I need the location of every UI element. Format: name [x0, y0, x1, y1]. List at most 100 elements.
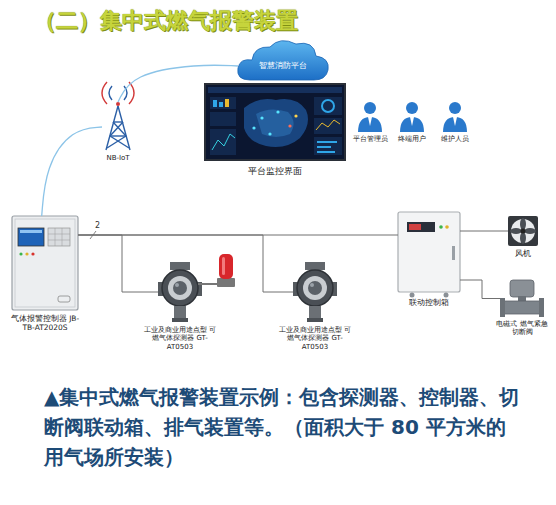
bus-size-mark-part — [90, 231, 96, 239]
linkage-box-part — [398, 212, 460, 292]
person-icons-part — [443, 117, 467, 132]
solenoid-valve-part — [503, 301, 541, 314]
detector-left-part — [198, 283, 220, 285]
signal-tower-part — [106, 106, 118, 150]
signal-tower-part — [110, 135, 126, 136]
alarm-controller-part — [48, 228, 70, 246]
node-label: NB-IoT — [98, 154, 138, 162]
signal-tower-part — [113, 121, 123, 122]
signal-tower-part — [118, 106, 130, 150]
wire-connector — [42, 127, 102, 216]
monitor-screen-part — [210, 97, 236, 109]
cloud-shape-part — [238, 41, 329, 80]
fan-symbol-part — [520, 218, 526, 230]
node-label: 终端用户 — [390, 135, 434, 143]
fan-symbol-part — [520, 232, 526, 244]
alarm-controller: 气体报警控制器 JB-TB-AT2020S — [12, 216, 78, 310]
alarm-controller-part — [20, 230, 42, 233]
detector-left-part — [222, 257, 225, 275]
signal-tower-part — [109, 86, 112, 100]
monitor-screen-part — [317, 146, 331, 148]
linkage-box-part — [409, 224, 421, 230]
linkage-box-part — [445, 225, 449, 229]
wire-connector — [460, 280, 500, 299]
fan-symbol — [508, 216, 538, 246]
cloud-platform: 智慧消防平台 — [238, 42, 328, 82]
detector-left-part — [158, 262, 202, 322]
solenoid-valve — [500, 280, 544, 317]
alarm-controller-part — [62, 228, 63, 246]
signal-tower-part — [110, 122, 123, 136]
monitor-screen: 平台监控界面 — [205, 84, 345, 160]
alarm-controller-part — [25, 252, 28, 255]
monitor-screen-part — [276, 110, 279, 113]
alarm-controller-part — [18, 228, 44, 246]
user-icon: 终端用户 — [400, 100, 424, 132]
person-icons-part — [364, 102, 376, 114]
person-icons-part — [406, 102, 418, 114]
node-label: 电磁式 燃气紧急切断阀 — [494, 320, 550, 337]
wire-connector — [118, 65, 238, 102]
signal-tower-part — [116, 102, 120, 106]
monitor-screen-part — [244, 99, 308, 147]
gas-detector: 工业及商业用途点型 可燃气体探测器 GT-AT0503 — [158, 262, 202, 322]
person-icons — [358, 102, 467, 132]
monitor-screen-part — [317, 141, 337, 143]
solenoid-valve-part — [500, 298, 505, 317]
alarm-controller-part — [58, 296, 70, 302]
alarm-controller-part — [12, 216, 78, 310]
linkage-box-part — [407, 222, 435, 232]
node-label: 智慧消防平台 — [238, 42, 328, 82]
monitor-screen-part — [208, 87, 342, 93]
cloud-shape — [238, 41, 329, 80]
shutoff-valve: 电磁式 燃气紧急切断阀 — [500, 280, 544, 317]
monitor-screen-part — [219, 102, 223, 107]
monitor-screen-part — [268, 132, 271, 135]
signal-tower-part — [110, 136, 129, 148]
person-icons-part — [410, 117, 414, 126]
monitor-screen-part — [316, 120, 340, 130]
solenoid-valve-part — [510, 280, 534, 297]
monitor-screen-part — [314, 137, 342, 155]
user-icon: 维护人员 — [443, 100, 467, 132]
wire-connector — [460, 231, 508, 232]
alarm-controller-part — [48, 234, 70, 235]
person-icons-part — [453, 117, 457, 126]
monitor-screen-part — [288, 124, 291, 127]
alarm-controller-part — [48, 240, 70, 241]
detector-right — [293, 262, 337, 322]
node-label: 工业及商业用途点型 可燃气体探测器 GT-AT0503 — [143, 326, 217, 351]
monitor-screen-part — [294, 114, 297, 117]
monitor-screen-part — [322, 100, 334, 112]
monitor-screen-part — [256, 109, 294, 137]
signal-tower-part — [102, 82, 107, 104]
signal-tower — [102, 82, 134, 150]
linkage-box — [398, 212, 460, 298]
alarm-controller-part — [31, 252, 34, 255]
monitor-screen-part — [225, 99, 229, 107]
node-label: 平台监控界面 — [225, 166, 325, 177]
node-label: 维护人员 — [433, 135, 477, 143]
wire-count-label: 2 — [95, 222, 100, 230]
bus-size-mark — [90, 231, 96, 239]
signal-tower-part — [124, 86, 127, 100]
fan-symbol-part — [521, 229, 526, 234]
wire-connector — [78, 235, 293, 292]
monitor-screen-part — [210, 129, 236, 155]
person-icons-part — [449, 102, 461, 114]
monitor-screen — [205, 84, 345, 160]
node-label: 平台管理员 — [348, 135, 392, 143]
signal-tower-part — [113, 122, 126, 136]
alarm-controller-part — [55, 228, 56, 246]
monitor-screen-part — [213, 100, 217, 107]
monitor-screen-part — [260, 116, 263, 119]
alarm-controller — [12, 216, 78, 310]
gas-detector: 工业及商业用途点型 可燃气体探测器 GT-AT0503 — [293, 262, 337, 322]
detector-left-part — [219, 254, 233, 279]
monitor-screen-part — [317, 151, 335, 153]
detector-right-part — [293, 262, 337, 322]
node-label: 气体报警控制器 JB-TB-AT2020S — [8, 314, 82, 332]
monitor-screen-part — [314, 118, 342, 134]
fan-symbol-part — [511, 219, 535, 243]
